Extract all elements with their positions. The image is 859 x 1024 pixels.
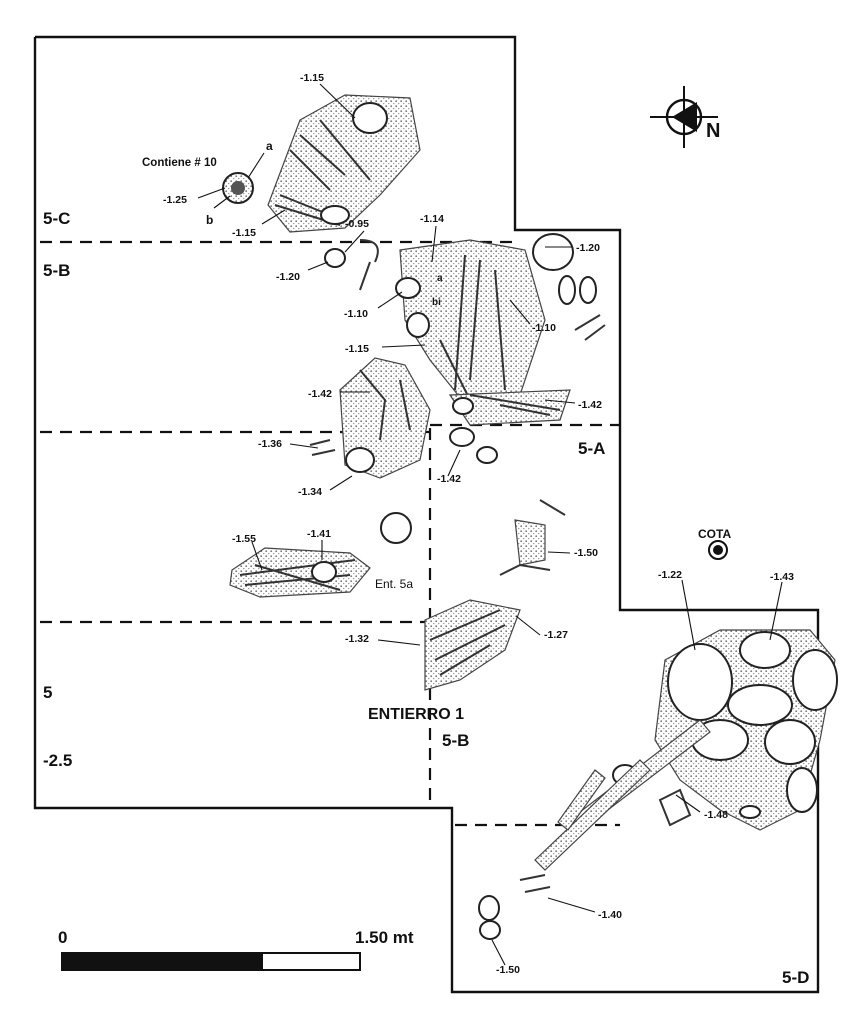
feature-label-ent-5a: Ent. 5a xyxy=(375,577,413,591)
elevation-label: -1.27 xyxy=(544,629,568,641)
feature-5a xyxy=(229,512,412,598)
elevation-label: -1.41 xyxy=(307,528,331,540)
elevation-label: -1.15 xyxy=(345,343,369,355)
unit-label-minus-2-5: -2.5 xyxy=(43,751,72,770)
elevation-label: -1.22 xyxy=(658,569,682,581)
artifact-cluster-center xyxy=(309,357,571,479)
unit-label-5b: 5-B xyxy=(43,261,70,280)
elevation-label: -1.42 xyxy=(437,473,461,485)
elevation-label: -1.15 xyxy=(300,72,324,84)
unit-label-5d: 5-D xyxy=(782,968,809,987)
elevation-label: -1.10 xyxy=(532,322,556,334)
scale-end-label: 1.50 mt xyxy=(355,928,414,947)
cota-datum-marker xyxy=(708,540,728,560)
entierro-1-skeleton xyxy=(478,629,838,940)
cota-label: COTA xyxy=(698,527,731,541)
unit-label-5c: 5-C xyxy=(43,209,70,228)
artifact-cluster-lower xyxy=(424,499,566,691)
label-b: b xyxy=(206,213,213,227)
elevation-label: -1.10 xyxy=(344,308,368,320)
label-contiene: Contiene # 10 xyxy=(142,157,217,169)
label-bi: bi xyxy=(432,297,441,308)
elevation-label: -1.25 xyxy=(163,194,187,206)
elevation-label: -1.50 xyxy=(574,547,598,559)
contiene-10-vessel xyxy=(222,172,254,204)
scale-bar xyxy=(61,952,361,971)
unit-label-5a: 5-A xyxy=(578,439,605,458)
elevation-label: -1.50 xyxy=(496,964,520,976)
leader-lines xyxy=(197,83,783,966)
label-a: a xyxy=(266,139,273,153)
excavation-outline xyxy=(33,35,820,994)
elevation-label: -1.20 xyxy=(576,242,600,254)
north-label: N xyxy=(706,120,720,142)
elevation-label: -1.40 xyxy=(598,909,622,921)
unit-label-5b-lower: 5-B xyxy=(442,731,469,750)
elevation-label: -1.43 xyxy=(770,571,794,583)
elevation-label: -0.95 xyxy=(345,218,369,230)
north-arrow-icon xyxy=(650,86,718,148)
burial-label: ENTIERRO 1 xyxy=(368,706,464,723)
unit-label-5: 5 xyxy=(43,683,52,702)
elevation-label: -1.36 xyxy=(258,438,282,450)
elevation-label: -1.48 xyxy=(704,809,728,821)
elevation-label: -1.32 xyxy=(345,633,369,645)
elevation-label: -1.42 xyxy=(578,399,602,411)
artifact-cluster-top xyxy=(267,94,421,233)
label-a-small: a xyxy=(437,273,443,284)
elevation-label: -1.20 xyxy=(276,271,300,283)
artifact-cluster-middle xyxy=(324,233,606,411)
elevation-label: -1.55 xyxy=(232,533,256,545)
scale-start-label: 0 xyxy=(58,928,67,947)
elevation-label: -1.34 xyxy=(298,486,322,498)
elevation-label: -1.14 xyxy=(420,213,444,225)
elevation-label: -1.42 xyxy=(308,388,332,400)
elevation-label: -1.15 xyxy=(232,227,256,239)
